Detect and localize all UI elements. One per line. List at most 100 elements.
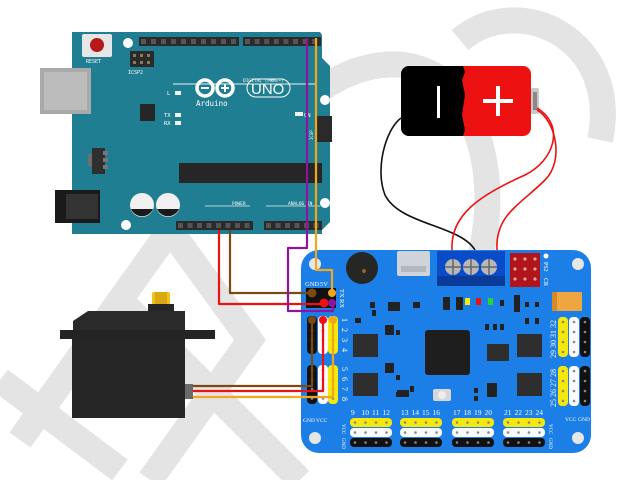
servo-header-pin[interactable]: [414, 431, 417, 434]
servo-header-pin[interactable]: [310, 387, 314, 391]
servo-header-pin[interactable]: [353, 441, 357, 444]
servo-header-pin[interactable]: [403, 431, 407, 434]
header-pin[interactable]: [283, 39, 289, 44]
servo-header-pin[interactable]: [527, 421, 531, 424]
servo-header-pin[interactable]: [572, 330, 576, 334]
servo-header-pin[interactable]: [487, 441, 490, 444]
servo-header-pin[interactable]: [364, 441, 367, 444]
servo-header-pin[interactable]: [466, 431, 469, 434]
servo-header-pin[interactable]: [561, 320, 565, 324]
micro-usb-port[interactable]: [397, 251, 430, 276]
servo-header-pin[interactable]: [476, 441, 480, 444]
servo-header-pin[interactable]: [583, 320, 587, 324]
header-pin[interactable]: [254, 39, 260, 44]
header-pin[interactable]: [285, 223, 290, 228]
servo-header-pin[interactable]: [572, 379, 576, 383]
servo-header-pin[interactable]: [561, 369, 565, 373]
servo-header-pin[interactable]: [364, 431, 367, 434]
servo-header-pin[interactable]: [527, 431, 531, 434]
servo-header-pin[interactable]: [583, 389, 587, 393]
header-pin[interactable]: [191, 39, 196, 44]
servo-header-pin[interactable]: [455, 441, 459, 444]
servo-header-pin[interactable]: [487, 421, 490, 424]
header-pin[interactable]: [244, 223, 250, 228]
header-pin[interactable]: [294, 223, 300, 228]
header-pin[interactable]: [302, 39, 308, 44]
servo-header-pin[interactable]: [403, 421, 407, 424]
servo-header-pin[interactable]: [424, 421, 428, 424]
servo-header-pin[interactable]: [466, 421, 469, 424]
servo-header-pin[interactable]: [435, 431, 438, 434]
header-pin[interactable]: [225, 223, 231, 228]
servo-header-pin[interactable]: [476, 431, 480, 434]
servo-header-pin[interactable]: [583, 379, 587, 383]
servo-header-pin[interactable]: [455, 421, 459, 424]
servo-header-pin[interactable]: [435, 421, 438, 424]
header-pin[interactable]: [216, 223, 221, 228]
servo-header-pin[interactable]: [538, 421, 541, 424]
header-pin[interactable]: [266, 223, 271, 228]
servo-header-pin[interactable]: [374, 431, 378, 434]
servo-header-pin[interactable]: [572, 399, 576, 403]
servo-header-pin[interactable]: [385, 431, 388, 434]
header-pin[interactable]: [221, 39, 226, 44]
header-pin[interactable]: [197, 223, 202, 228]
servo-header-pin[interactable]: [527, 441, 531, 444]
servo-header-pin[interactable]: [572, 320, 576, 324]
servo-header-pin[interactable]: [517, 421, 520, 424]
servo-header-pin[interactable]: [414, 441, 417, 444]
servo-header-pin[interactable]: [506, 441, 510, 444]
servo-header-pin[interactable]: [374, 441, 378, 444]
header-pin[interactable]: [171, 39, 176, 44]
header-pin[interactable]: [151, 39, 156, 44]
servo-header-pin[interactable]: [403, 441, 407, 444]
servo-header-pin[interactable]: [487, 431, 490, 434]
servo-header-pin[interactable]: [583, 369, 587, 373]
servo-header-pin[interactable]: [583, 330, 587, 334]
servo-header-pin[interactable]: [538, 431, 541, 434]
servo-header-pin[interactable]: [538, 441, 541, 444]
header-pin[interactable]: [211, 39, 216, 44]
servo-header-pin[interactable]: [561, 399, 565, 403]
servo-header-pin[interactable]: [385, 441, 388, 444]
servo-header-pin[interactable]: [517, 441, 520, 444]
servo-header-pin[interactable]: [572, 389, 576, 393]
servo-header-pin[interactable]: [435, 441, 438, 444]
header-pin[interactable]: [187, 223, 193, 228]
servo-header-pin[interactable]: [424, 441, 428, 444]
servo-header-pin[interactable]: [353, 421, 357, 424]
servo-header-pin[interactable]: [561, 379, 565, 383]
ch1-signal-pin[interactable]: [329, 316, 337, 324]
servo-header-pin[interactable]: [583, 340, 587, 344]
servo-header-pin[interactable]: [424, 431, 428, 434]
ch1-gnd-pin[interactable]: [308, 316, 316, 324]
header-pin[interactable]: [235, 223, 240, 228]
servo-header-pin[interactable]: [414, 421, 417, 424]
servo-header-pin[interactable]: [466, 441, 469, 444]
header-pin[interactable]: [273, 39, 279, 44]
servo-header-pin[interactable]: [476, 421, 480, 424]
servo-header-pin[interactable]: [561, 389, 565, 393]
header-pin[interactable]: [312, 39, 318, 44]
servo-header-pin[interactable]: [572, 340, 576, 344]
header-pin[interactable]: [275, 223, 281, 228]
servo-header-pin[interactable]: [561, 350, 565, 354]
servo-header-pin[interactable]: [561, 340, 565, 344]
header-pin[interactable]: [181, 39, 186, 44]
header-pin[interactable]: [141, 39, 146, 44]
servo-header-pin[interactable]: [506, 431, 510, 434]
servo-header-pin[interactable]: [353, 431, 357, 434]
header-pin[interactable]: [178, 223, 183, 228]
header-pin[interactable]: [231, 39, 236, 44]
header-pin[interactable]: [264, 39, 270, 44]
servo-header-pin[interactable]: [583, 350, 587, 354]
servo-header-pin[interactable]: [583, 399, 587, 403]
servo-header-pin[interactable]: [455, 431, 459, 434]
servo-header-pin[interactable]: [385, 421, 388, 424]
header-pin[interactable]: [293, 39, 298, 44]
header-pin[interactable]: [206, 223, 212, 228]
header-pin[interactable]: [201, 39, 206, 44]
header-pin[interactable]: [245, 39, 250, 44]
ch1-vcc-pin[interactable]: [319, 316, 327, 324]
servo-header-pin[interactable]: [572, 350, 576, 354]
